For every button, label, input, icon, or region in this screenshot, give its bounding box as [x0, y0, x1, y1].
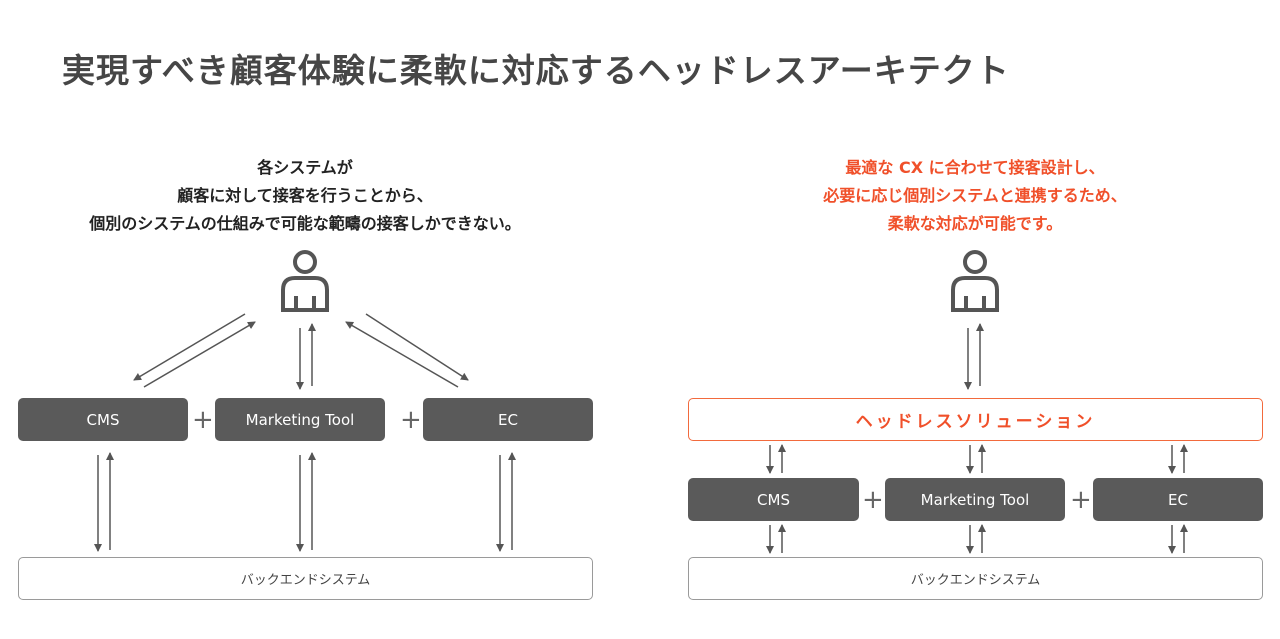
arrow-icon	[94, 313, 1188, 554]
left-caption: 各システムが 顧客に対して接客を行うことから、 個別のシステムの仕組みで可能な範…	[5, 154, 605, 238]
backend-box: バックエンドシステム	[18, 557, 593, 600]
user-icon	[281, 250, 329, 312]
caption-line: 個別のシステムの仕組みで可能な範疇の接客しかできない。	[89, 214, 521, 233]
cms-box: CMS	[688, 478, 859, 521]
ec-box: EC	[423, 398, 593, 441]
backend-box: バックエンドシステム	[688, 557, 1263, 600]
plus-sign: +	[862, 485, 884, 515]
caption-line: 最適な CX に合わせて接客設計し、	[845, 158, 1105, 177]
marketing-tool-box: Marketing Tool	[885, 478, 1065, 521]
right-caption: 最適な CX に合わせて接客設計し、 必要に応じ個別システムと連携するため、 柔…	[675, 154, 1275, 238]
headless-solution-box: ヘッドレスソリューション	[688, 398, 1263, 441]
page-title: 実現すべき顧客体験に柔軟に対応するヘッドレスアーキテクト	[62, 51, 1010, 90]
caption-line: 必要に応じ個別システムと連携するため、	[823, 186, 1127, 205]
ec-box: EC	[1093, 478, 1263, 521]
marketing-tool-box: Marketing Tool	[215, 398, 385, 441]
cms-box: CMS	[18, 398, 188, 441]
plus-sign: +	[1070, 485, 1092, 515]
caption-line: 各システムが	[257, 158, 353, 177]
caption-line: 柔軟な対応が可能です。	[887, 214, 1063, 233]
caption-line: 顧客に対して接客を行うことから、	[177, 186, 433, 205]
user-icon	[951, 250, 999, 312]
plus-sign: +	[192, 405, 214, 435]
plus-sign: +	[400, 405, 422, 435]
